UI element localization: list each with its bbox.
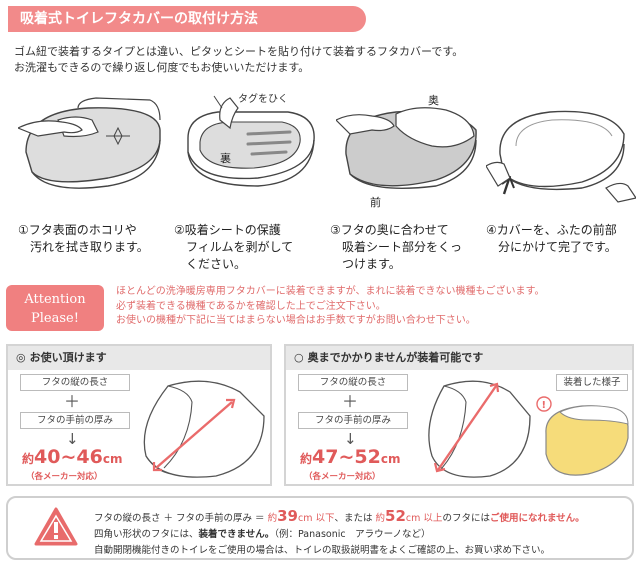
range-from: 40 bbox=[34, 446, 61, 468]
step-line: カバーを、ふたの前部 bbox=[496, 223, 617, 237]
range-prefix: 約 bbox=[22, 452, 35, 466]
circle-icon: ○ bbox=[294, 351, 304, 364]
thickness-label: フタの手前の厚み bbox=[298, 412, 408, 429]
step-2-illustration: タグをひく 裏 bbox=[187, 92, 315, 187]
step-1-text: ①フタ表面のホコリや 汚れを拭き取ります。 bbox=[18, 222, 149, 256]
step-line: 汚れを拭き取ります。 bbox=[30, 240, 149, 254]
step-line: 吸着シート部分をくっ bbox=[342, 240, 463, 254]
step-number: ④ bbox=[486, 223, 497, 237]
back-label: 奥 bbox=[428, 93, 439, 107]
length-label: フタの縦の長さ bbox=[298, 374, 408, 391]
step-number: ① bbox=[18, 223, 29, 237]
range-prefix: 約 bbox=[300, 452, 313, 466]
step-number: ② bbox=[174, 223, 185, 237]
range-unit: cm bbox=[380, 452, 401, 466]
exclamation-mark: ! bbox=[542, 400, 547, 411]
panel-heading-text: お使い頂けます bbox=[29, 351, 107, 364]
step-3-text: ③フタの奥に合わせて 吸着シート部分をくっ つけます。 bbox=[330, 222, 462, 273]
double-circle-icon: ◎ bbox=[16, 351, 26, 364]
warning-fragment: 約 bbox=[267, 513, 278, 524]
lid-side-illustration bbox=[143, 380, 265, 478]
panel-heading: ○奥までかかりませんが装着可能です bbox=[286, 346, 632, 370]
range-tilde: ~ bbox=[60, 446, 77, 468]
page-title: 吸着式トイレフタカバーの取付け方法 bbox=[8, 6, 366, 32]
front-label: 前 bbox=[370, 195, 381, 208]
attention-line: ほとんどの洗浄暖房専用フタカバーに装着できますが、まれに装着できない機種もござい… bbox=[116, 286, 545, 297]
exclamation-icon bbox=[536, 396, 552, 412]
warning-fragment: 装着できません。 bbox=[198, 529, 275, 540]
warning-text: フタの縦の長さ ＋ フタの手前の厚み ＝ 約39cm 以下、または 約52cm … bbox=[94, 508, 585, 559]
attention-text: ほとんどの洗浄暖房専用フタカバーに装着できますが、まれに装着できない機種もござい… bbox=[116, 285, 545, 329]
tag-label: タグをひく bbox=[238, 92, 288, 105]
step-line: フタ表面のホコリや bbox=[28, 223, 137, 237]
step-line: フタの奥に合わせて bbox=[340, 223, 449, 237]
size-range: 約40~46cm bbox=[22, 446, 122, 468]
plus-icon: ＋ bbox=[64, 392, 81, 411]
step-line: 吸着シートの保護 bbox=[184, 223, 281, 237]
panel-heading: ◎お使い頂けます bbox=[8, 346, 270, 370]
warning-line-2: 四角い形状のフタには、装着できません。（例：Panasonic アラウーノなど） bbox=[94, 527, 585, 543]
step-line: フィルムを剥がして bbox=[186, 240, 294, 254]
attention-line: 必ず装着できる機種であるかを確認した上でご注文下さい。 bbox=[116, 300, 386, 312]
warning-number: 39 bbox=[277, 507, 298, 525]
range-to: 52 bbox=[354, 446, 381, 468]
maker-note: （各メーカー対応） bbox=[26, 472, 103, 482]
panel-heading-text: 奥までかかりませんが装着可能です bbox=[307, 351, 484, 364]
warning-fragment: （例：Panasonic アラウーノなど） bbox=[274, 529, 431, 540]
fitted-label: 装着した様子 bbox=[556, 374, 628, 391]
intro-line-2: お洗濯もできるので繰り返し何度でもお使いいただけます。 bbox=[14, 61, 310, 74]
warning-fragment: cm bbox=[405, 513, 421, 524]
arrow-down-icon: ↓ bbox=[66, 430, 79, 448]
warning-fragment: ご使用になれません。 bbox=[489, 513, 585, 524]
intro-line-1: ゴム紐で装着するタイプとは違い、ピタッとシートを貼り付けて装着するフタカバーです… bbox=[14, 45, 464, 58]
warning-fragment: 約 bbox=[375, 513, 386, 524]
step-4-text: ④カバーを、ふたの前部 分にかけて完了です。 bbox=[486, 222, 617, 256]
step-2-text: ②吸着シートの保護 フィルムを剥がして ください。 bbox=[174, 222, 293, 273]
maker-note: （各メーカー対応） bbox=[304, 472, 381, 482]
step-1-illustration bbox=[18, 97, 161, 189]
range-from: 47 bbox=[312, 446, 339, 468]
step-4-illustration bbox=[486, 110, 636, 203]
thickness-label: フタの手前の厚み bbox=[20, 412, 130, 429]
range-tilde: ~ bbox=[338, 446, 355, 468]
step-line: 分にかけて完了です。 bbox=[498, 240, 617, 254]
step-line: つけます。 bbox=[342, 257, 401, 271]
attention-line: お使いの機種が下記に当てはまらない場合はお手数ですがお問い合わせ下さい。 bbox=[116, 315, 476, 326]
warning-box: フタの縦の長さ ＋ フタの手前の厚み ＝ 約39cm 以下、または 約52cm … bbox=[6, 496, 634, 560]
range-to: 46 bbox=[76, 446, 103, 468]
warning-fragment: 以下 bbox=[312, 513, 335, 524]
range-unit: cm bbox=[102, 452, 123, 466]
warning-line-3: 自動開閉機能付きのトイレをご使用の場合は、トイレの取扱説明書をよくご確認の上、お… bbox=[94, 545, 551, 556]
step-line: ください。 bbox=[186, 257, 247, 271]
compatible-panel: ◎お使い頂けます フタの縦の長さ ＋ フタの手前の厚み ↓ 約40~46cm （… bbox=[6, 344, 272, 486]
sparkle-icon bbox=[106, 126, 130, 146]
size-range: 約47~52cm bbox=[300, 446, 400, 468]
warning-fragment: cm bbox=[297, 513, 313, 524]
partial-fit-panel: ○奥までかかりませんが装着可能です フタの縦の長さ ＋ フタの手前の厚み ↓ 約… bbox=[284, 344, 634, 486]
lid-side-illustration bbox=[428, 380, 531, 478]
warning-fragment: のフタには bbox=[442, 513, 490, 524]
step-number: ③ bbox=[330, 223, 341, 237]
warning-fragment: 、または bbox=[334, 513, 376, 524]
warning-fragment: 以上 bbox=[420, 513, 443, 524]
warning-fragment: フタの縦の長さ ＋ フタの手前の厚み ＝ bbox=[94, 513, 268, 524]
back-side-label: 裏 bbox=[220, 151, 231, 165]
arrow-down-icon: ↓ bbox=[344, 430, 357, 448]
length-label: フタの縦の長さ bbox=[20, 374, 130, 391]
fitted-cover-illustration: ! bbox=[536, 396, 629, 476]
plus-icon: ＋ bbox=[342, 392, 359, 411]
warning-fragment: 四角い形状のフタには、 bbox=[94, 529, 199, 540]
attention-badge: Attention Please! bbox=[6, 285, 104, 331]
step-3-illustration: 奥 前 bbox=[336, 93, 477, 208]
warning-line-1: フタの縦の長さ ＋ フタの手前の厚み ＝ 約39cm 以下、または 約52cm … bbox=[94, 508, 585, 527]
attention-badge-line: Attention bbox=[24, 292, 86, 307]
intro-text: ゴム紐で装着するタイプとは違い、ピタッとシートを貼り付けて装着するフタカバーです… bbox=[14, 44, 463, 76]
warning-number: 52 bbox=[385, 507, 406, 525]
warning-icon bbox=[34, 507, 78, 546]
attention-badge-line: Please! bbox=[31, 311, 79, 326]
